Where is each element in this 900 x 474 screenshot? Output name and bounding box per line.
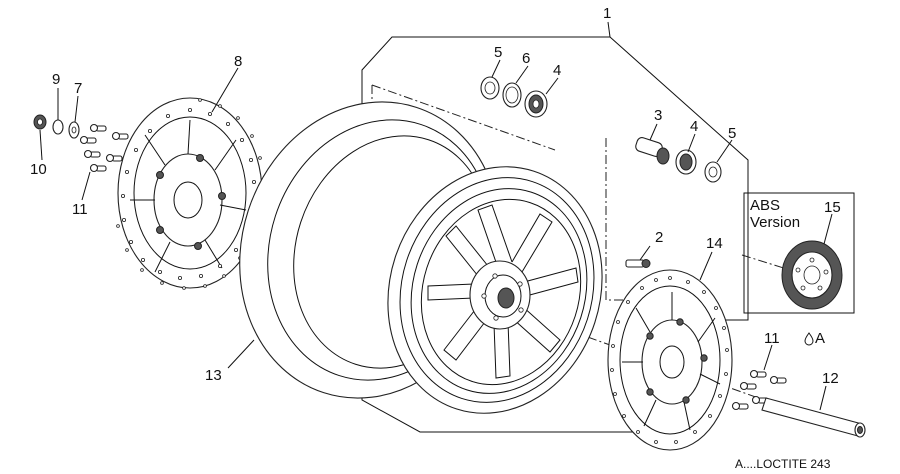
abs-label: ABS	[750, 197, 780, 214]
right-bearing-group	[635, 137, 722, 183]
valve	[625, 259, 651, 268]
hub-bolts	[481, 273, 524, 321]
callout-5-upper: 5	[494, 44, 502, 61]
callout-10: 10	[30, 161, 47, 178]
wheel-axle	[761, 397, 866, 438]
abs-axis-line	[741, 254, 791, 271]
callout-4-right: 4	[690, 118, 698, 135]
callout-13: 13	[205, 367, 222, 384]
callout-15: 15	[824, 199, 841, 216]
leader-lines	[39, 21, 833, 411]
callout-5-right: 5	[728, 125, 736, 142]
right-axis-line	[605, 138, 650, 301]
disc-screws-right	[731, 369, 787, 411]
abs-version-box	[743, 192, 855, 314]
wheel-rim	[387, 166, 603, 414]
callout-12: 12	[822, 370, 839, 387]
left-disc-bolts	[156, 154, 226, 250]
left-brake-disc	[116, 97, 264, 290]
bearing-axis-line	[371, 84, 556, 151]
callout-4-upper: 4	[553, 62, 561, 79]
callout-8: 8	[234, 53, 242, 70]
callout-7: 7	[74, 80, 82, 97]
rim-spokes	[427, 204, 579, 379]
left-disc-spokes	[130, 119, 247, 273]
upper-bearing-group	[480, 76, 548, 118]
callout-3: 3	[654, 107, 662, 124]
abs-tone-ring	[781, 240, 843, 310]
loctite-legend: A....LOCTITE 243	[735, 457, 831, 471]
callout-6: 6	[522, 50, 530, 67]
disc-screws-left	[79, 123, 129, 173]
right-disc-holes	[610, 276, 729, 444]
callout-11-left: 11	[72, 201, 88, 218]
right-brake-disc	[607, 269, 733, 451]
callout-2: 2	[655, 229, 663, 246]
callout-14: 14	[706, 235, 723, 252]
loctite-drop-icon	[804, 332, 814, 346]
callout-11-right: 11	[764, 330, 780, 347]
abs-version-label: Version	[750, 214, 800, 231]
left-spacer-parts	[33, 114, 80, 139]
right-disc-bolts	[646, 318, 708, 404]
callout-9: 9	[52, 71, 60, 88]
loctite-marker: A	[815, 330, 825, 347]
right-disc-spokes	[622, 292, 721, 431]
callout-1: 1	[603, 5, 611, 22]
